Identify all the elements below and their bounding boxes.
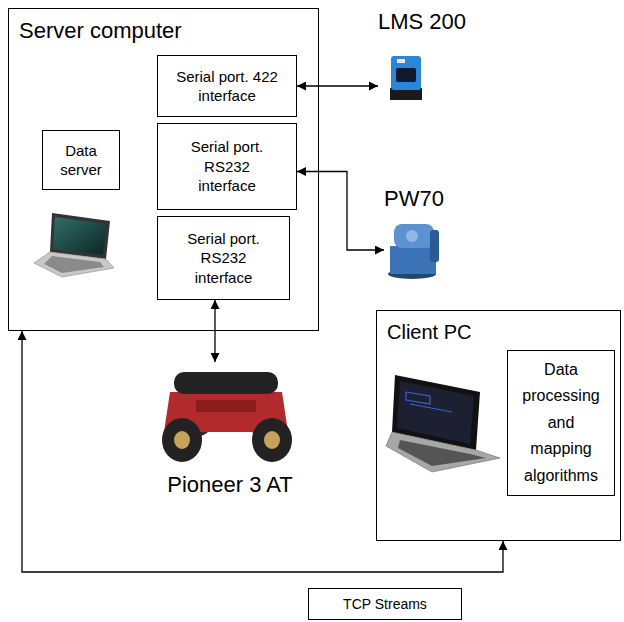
client-frame: Client PC Data processing and mapping alg… [376,310,621,541]
connector-arrow [297,172,384,251]
node-label: Serial port. RS232 interface [176,229,271,288]
robot-illustration [162,418,202,462]
server-laptop [34,252,114,277]
robot-illustration [174,431,190,449]
connector-arrow [22,331,503,572]
device-label: PW70 [384,185,446,280]
port-box: Serial port. RS232 interface [157,123,297,210]
device-label: LMS 200 [378,8,478,104]
node-label: Serial port. 422 interface [176,67,278,106]
server-laptop [53,217,106,255]
pan-tilt-icon [430,230,439,262]
server-box: Data server [42,130,120,190]
node-label: Serial port. RS232 interface [176,137,278,196]
node-label: PW70 [384,185,444,214]
connector-arrow [297,85,378,86]
laser-scanner-icon [391,56,421,90]
client-laptop [386,375,500,472]
label-box: TCP Streams [308,588,462,620]
client-laptop [410,404,452,412]
server-laptop [44,256,104,273]
laser-scanner-icon [397,59,405,63]
pan-tilt-icon [388,224,439,279]
client-laptop [406,392,430,404]
node-label: Data server [53,141,109,180]
robot-illustration [162,372,292,462]
robot-label: Pioneer 3 AT [150,362,310,500]
server-laptop [50,213,110,259]
robot-illustration [264,431,280,449]
server-laptop [34,213,114,277]
node-label: TCP Streams [343,595,427,613]
node-label: Data processing and mapping algorithms [522,357,600,489]
server-frame: Server computerSerial port. 422 interfac… [8,8,319,331]
frame-title: Client PC [387,319,471,345]
connector-arrow [214,300,215,362]
laser-scanner-icon [390,56,422,100]
robot-illustration [252,418,292,462]
robot-illustration [174,372,278,394]
node-label: LMS 200 [378,8,466,37]
pan-tilt-icon [390,246,436,274]
laser-scanner-icon [396,68,416,82]
client-laptop [397,381,474,444]
port-box: Serial port. RS232 interface [157,216,290,300]
node-label: Pioneer 3 AT [167,471,293,500]
robot-illustration [196,400,256,412]
pan-tilt-icon [394,224,434,248]
process-box: Data processing and mapping algorithms [507,350,615,496]
frame-title: Server computer [19,17,182,46]
client-laptop [386,432,500,472]
port-box: Serial port. 422 interface [157,55,297,117]
client-laptop [398,440,486,466]
pan-tilt-icon [406,230,418,242]
